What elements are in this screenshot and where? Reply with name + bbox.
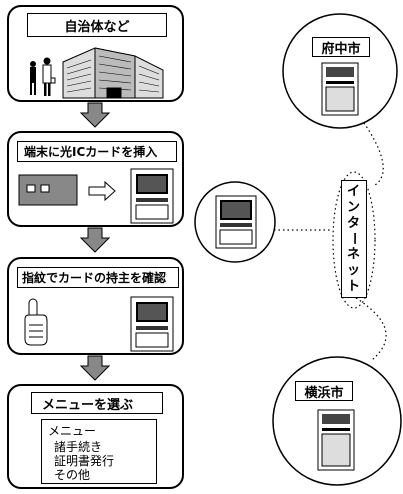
step-2-box: 端末に光ICカードを挿入 — [7, 131, 184, 227]
menu-item-certificate[interactable]: 証明書発行 — [54, 454, 115, 468]
step-2-title: 端末に光ICカードを挿入 — [17, 141, 177, 162]
server-icon — [317, 409, 355, 471]
terminal-icon — [215, 195, 257, 249]
step-1-title: 自治体など — [27, 13, 167, 37]
fuchu-to-internet-line — [355, 111, 384, 186]
yokohama-city-label: 横浜市 — [295, 381, 353, 401]
step-3-title: 指紋でカードの持主を確認 — [17, 267, 179, 288]
city-hall-illustration — [30, 47, 164, 99]
server-icon — [321, 62, 359, 116]
step-1-box: 自治体など — [7, 5, 184, 102]
internet-char-5: ネ — [346, 247, 360, 262]
internet-to-yokohama-line — [355, 297, 387, 361]
menu-panel: メニュー 諸手続き 証明書発行 その他 — [41, 419, 157, 484]
step-4-box: メニューを選ぶ メニュー 諸手続き 証明書発行 その他 — [7, 384, 184, 489]
ic-card-icon — [18, 174, 78, 206]
people-icon — [30, 57, 56, 96]
internet-char-6: ッ — [346, 263, 360, 278]
fuchu-city-label: 府中市 — [312, 37, 370, 57]
internet-char-2: ン — [346, 200, 360, 215]
internet-char-7: ト — [346, 279, 360, 294]
terminal-icon — [130, 168, 174, 224]
finger-icon — [24, 298, 48, 346]
menu-item-other[interactable]: その他 — [54, 468, 91, 482]
right-arrow-icon — [88, 180, 116, 202]
fingerprint-illustration — [24, 296, 174, 352]
down-arrow-2 — [79, 227, 111, 253]
terminal-icon — [130, 296, 174, 352]
internet-label-box: イ ン タ ー ネ ッ ト — [341, 180, 367, 298]
internet-char-1: イ — [346, 184, 360, 199]
card-insert-illustration — [18, 168, 174, 224]
menu-header: メニュー — [48, 424, 97, 438]
internet-char-3: タ — [346, 216, 360, 231]
building-icon — [62, 47, 164, 99]
down-arrow-3 — [79, 355, 111, 381]
internet-cloud — [332, 171, 376, 309]
step-3-box: 指紋でカードの持主を確認 — [7, 257, 184, 355]
menu-item-procedures[interactable]: 諸手続き — [54, 440, 103, 454]
down-arrow-1 — [79, 102, 111, 128]
connection-lines — [274, 111, 387, 361]
step-4-title: メニューを選ぶ — [31, 392, 163, 414]
